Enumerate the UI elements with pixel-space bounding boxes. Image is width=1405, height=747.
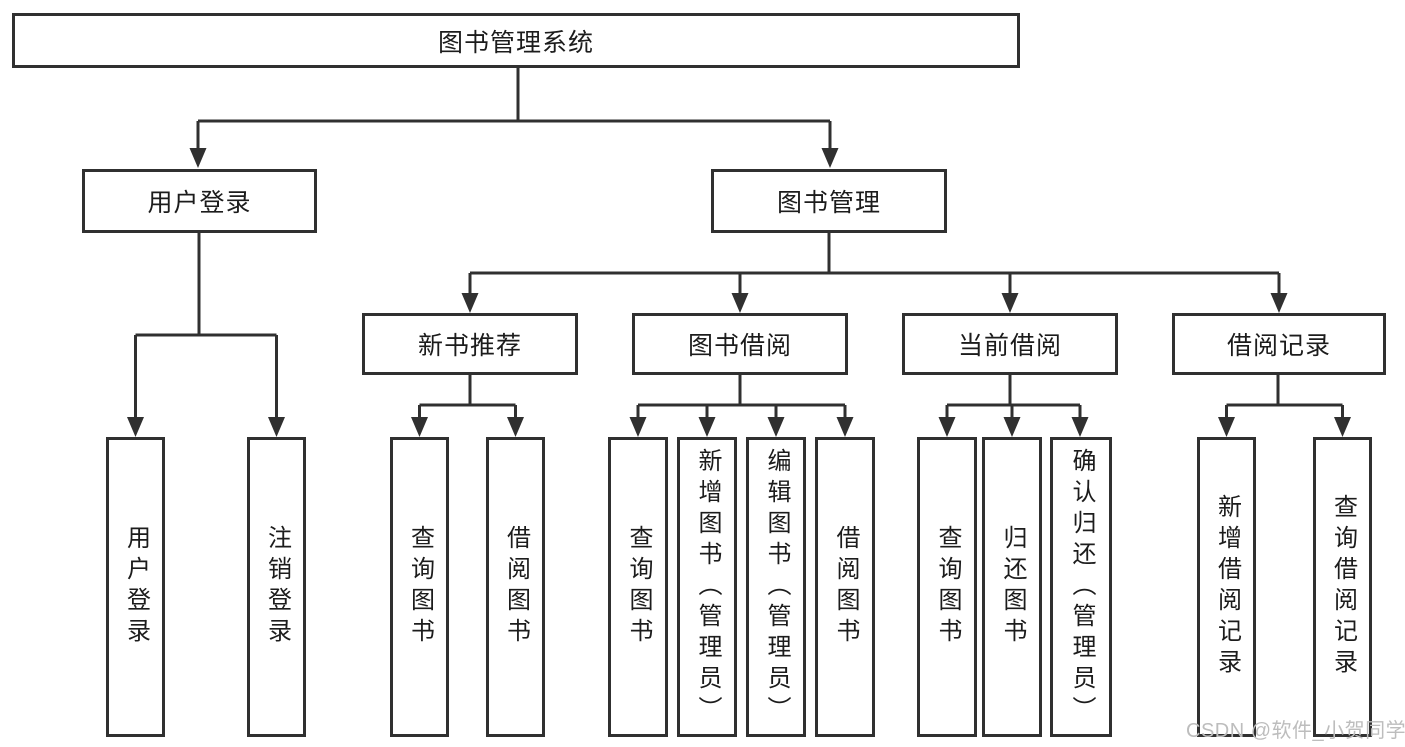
node-new-book-recommend-label: 新书推荐 bbox=[417, 332, 522, 360]
node-book-management-label: 图书管理 bbox=[776, 189, 881, 217]
leaf-logout-label: 注销登录 bbox=[263, 525, 291, 649]
connector-borrow-records bbox=[1218, 375, 1351, 437]
leaf-recommend-borrow-books: 借阅图书 bbox=[486, 437, 545, 737]
node-library-system-label: 图书管理系统 bbox=[437, 28, 594, 57]
leaf-recommend-query-books: 查询图书 bbox=[390, 437, 449, 737]
watermark: CSDN @软件_小贺同学 bbox=[1186, 720, 1405, 742]
leaf-recommend-query-books-label: 查询图书 bbox=[406, 525, 434, 649]
leaf-edit-books-admin: 编辑图书（管理员） bbox=[746, 437, 806, 737]
connector-user-login bbox=[127, 233, 285, 437]
leaf-user-login-label: 用户登录 bbox=[122, 525, 150, 649]
leaf-confirm-return-admin: 确认归还（管理员） bbox=[1050, 437, 1112, 737]
leaf-current-query-books-label: 查询图书 bbox=[934, 525, 961, 649]
node-library-system: 图书管理系统 bbox=[12, 13, 1020, 68]
leaf-add-books-admin: 新增图书（管理员） bbox=[677, 437, 737, 737]
leaf-confirm-return-admin-label: 确认归还（管理员） bbox=[1068, 447, 1095, 727]
leaf-edit-books-admin-label: 编辑图书（管理员） bbox=[763, 447, 790, 727]
leaf-return-books-label: 归还图书 bbox=[999, 525, 1026, 649]
leaf-query-borrow-record-label: 查询借阅记录 bbox=[1329, 494, 1357, 680]
leaf-return-books: 归还图书 bbox=[982, 437, 1042, 737]
leaf-add-borrow-record: 新增借阅记录 bbox=[1197, 437, 1256, 737]
node-book-management: 图书管理 bbox=[711, 169, 947, 233]
leaf-borrow-query-books: 查询图书 bbox=[608, 437, 668, 737]
leaf-logout: 注销登录 bbox=[247, 437, 306, 737]
connector-book-management bbox=[461, 233, 1288, 313]
connector-book-borrow bbox=[629, 375, 854, 437]
leaf-recommend-borrow-books-label: 借阅图书 bbox=[502, 525, 530, 649]
node-new-book-recommend: 新书推荐 bbox=[362, 313, 578, 375]
leaf-query-borrow-record: 查询借阅记录 bbox=[1313, 437, 1372, 737]
node-current-borrow: 当前借阅 bbox=[902, 313, 1118, 375]
node-borrow-records-label: 借阅记录 bbox=[1226, 332, 1331, 360]
leaf-add-borrow-record-label: 新增借阅记录 bbox=[1213, 494, 1241, 680]
connector-new-book-recommend bbox=[411, 375, 524, 437]
connector-current-borrow bbox=[938, 375, 1089, 437]
connector-root bbox=[189, 68, 839, 168]
leaf-add-books-admin-label: 新增图书（管理员） bbox=[694, 447, 721, 727]
node-borrow-records: 借阅记录 bbox=[1172, 313, 1386, 375]
leaf-borrow-books: 借阅图书 bbox=[815, 437, 875, 737]
node-user-login-label: 用户登录 bbox=[147, 189, 252, 217]
node-current-borrow-label: 当前借阅 bbox=[957, 332, 1062, 360]
leaf-current-query-books: 查询图书 bbox=[917, 437, 977, 737]
leaf-user-login: 用户登录 bbox=[106, 437, 165, 737]
leaf-borrow-books-label: 借阅图书 bbox=[832, 525, 859, 649]
node-user-login: 用户登录 bbox=[82, 169, 317, 233]
node-book-borrow: 图书借阅 bbox=[632, 313, 848, 375]
node-book-borrow-label: 图书借阅 bbox=[687, 332, 792, 360]
leaf-borrow-query-books-label: 查询图书 bbox=[625, 525, 652, 649]
